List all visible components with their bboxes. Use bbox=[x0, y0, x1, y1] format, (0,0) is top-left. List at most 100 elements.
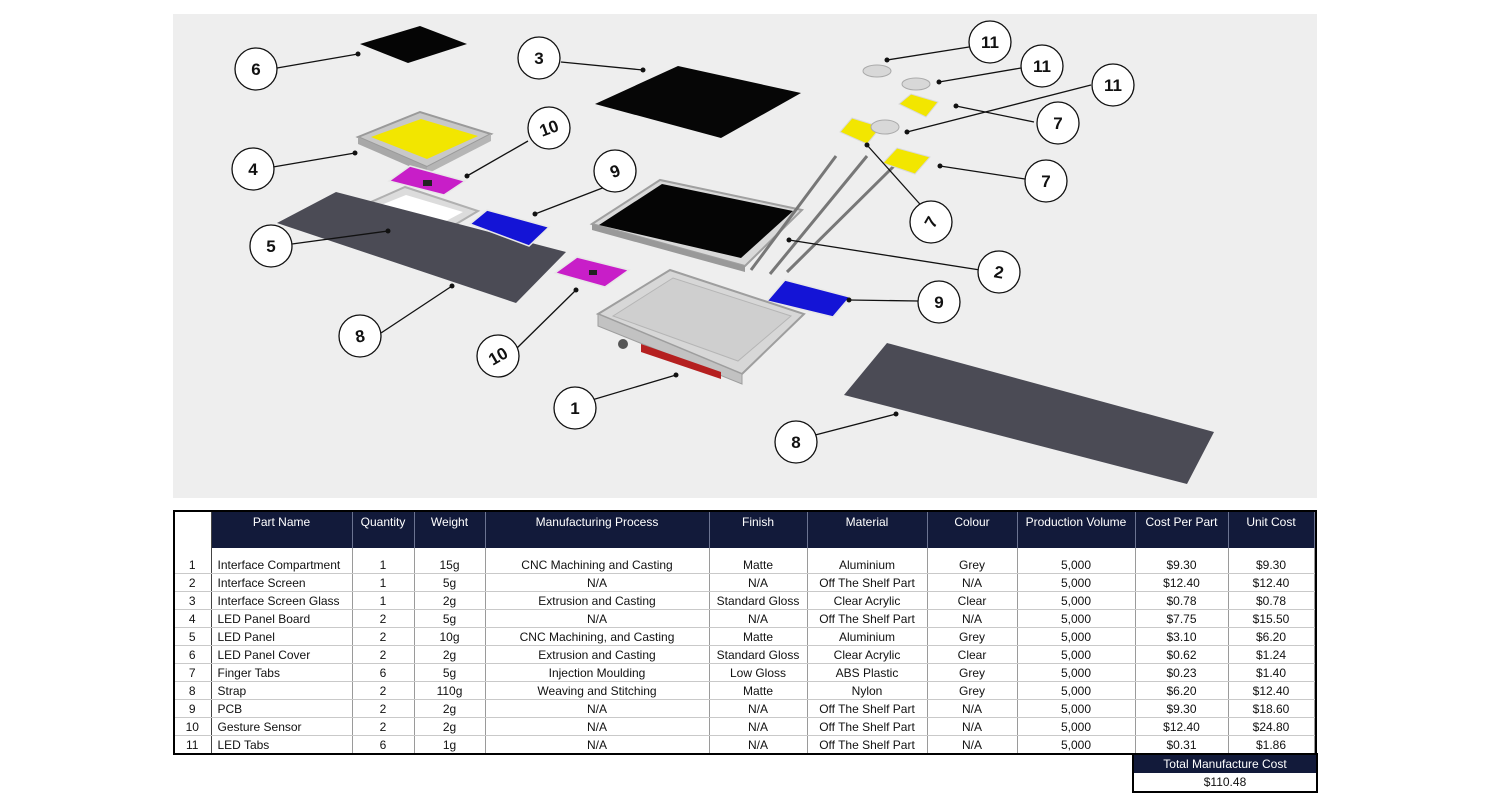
row-index-cell: 5 bbox=[174, 627, 212, 646]
row-index-cell: 3 bbox=[174, 591, 212, 610]
table-cell: N/A bbox=[927, 609, 1018, 628]
callout-4: 4 bbox=[248, 160, 258, 179]
table-cell: N/A bbox=[927, 717, 1018, 736]
table-cell: N/A bbox=[485, 699, 710, 718]
callout-2: 2 bbox=[993, 262, 1006, 282]
part-finger-tab-3 bbox=[882, 147, 931, 175]
row-index-cell: 4 bbox=[174, 609, 212, 628]
table-cell: LED Tabs bbox=[211, 735, 353, 754]
table-cell: $6.20 bbox=[1228, 627, 1315, 646]
callout-7-b: 7 bbox=[1041, 172, 1050, 191]
table-cell: Aluminium bbox=[807, 627, 928, 646]
table-cell: 5,000 bbox=[1017, 663, 1136, 682]
callout-3: 3 bbox=[534, 49, 543, 68]
table-cell: 110g bbox=[414, 681, 486, 700]
table-cell: N/A bbox=[485, 609, 710, 628]
table-cell: N/A bbox=[485, 735, 710, 754]
row-index-cell: 11 bbox=[174, 735, 212, 754]
table-cell: 2g bbox=[414, 645, 486, 664]
diagram-svg: 6 3 4 10 5 9 8 10 1 2 9 11 11 11 7 7 7 8 bbox=[231, 20, 1214, 484]
table-cell: 5g bbox=[414, 609, 486, 628]
total-value: $110.48 bbox=[1134, 773, 1316, 791]
callout-7-a: 7 bbox=[1053, 114, 1062, 133]
table-spacer-row bbox=[174, 548, 1315, 556]
header-index bbox=[174, 511, 212, 548]
row-index-cell: 1 bbox=[174, 556, 212, 574]
table-cell: $12.40 bbox=[1228, 681, 1315, 700]
table-cell: Grey bbox=[927, 681, 1018, 700]
table-cell: Clear bbox=[927, 591, 1018, 610]
table-cell: $9.30 bbox=[1135, 556, 1229, 574]
table-cell: $12.40 bbox=[1135, 573, 1229, 592]
header-quantity: Quantity bbox=[352, 511, 415, 548]
part-led-tab-2 bbox=[901, 77, 931, 91]
header-finish: Finish bbox=[709, 511, 808, 548]
callout-8-left: 8 bbox=[354, 326, 367, 346]
table-cell: PCB bbox=[211, 699, 353, 718]
table-cell: Clear Acrylic bbox=[807, 645, 928, 664]
table-cell: Aluminium bbox=[807, 556, 928, 574]
table-cell: N/A bbox=[927, 735, 1018, 754]
table-cell: N/A bbox=[927, 699, 1018, 718]
table-cell: 5,000 bbox=[1017, 735, 1136, 754]
table-cell: 5,000 bbox=[1017, 717, 1136, 736]
table-cell: $6.20 bbox=[1135, 681, 1229, 700]
table-cell: 2 bbox=[352, 609, 415, 628]
table-cell: $1.86 bbox=[1228, 735, 1315, 754]
table-cell: 5g bbox=[414, 663, 486, 682]
callout-9-right: 9 bbox=[934, 293, 943, 312]
header-cost-per-part: Cost Per Part bbox=[1135, 511, 1229, 548]
table-cell: Nylon bbox=[807, 681, 928, 700]
callout-11-b: 11 bbox=[1033, 57, 1051, 76]
table-cell: 15g bbox=[414, 556, 486, 574]
table-cell: 10g bbox=[414, 627, 486, 646]
table-cell: Standard Gloss bbox=[709, 591, 808, 610]
table-cell: Off The Shelf Part bbox=[807, 609, 928, 628]
table-cell: Off The Shelf Part bbox=[807, 735, 928, 754]
table-cell: 2 bbox=[352, 681, 415, 700]
table-cell: CNC Machining and Casting bbox=[485, 556, 710, 574]
exploded-diagram: 6 3 4 10 5 9 8 10 1 2 9 11 11 11 7 7 7 8 bbox=[173, 14, 1317, 498]
table-cell: 2 bbox=[352, 699, 415, 718]
table-cell: Grey bbox=[927, 556, 1018, 574]
table-cell: Interface Screen bbox=[211, 573, 353, 592]
part-pcb-left bbox=[468, 209, 551, 247]
table-cell: LED Panel bbox=[211, 627, 353, 646]
part-screen-glass bbox=[595, 66, 801, 138]
callout-5: 5 bbox=[266, 237, 275, 256]
table-cell: 1g bbox=[414, 735, 486, 754]
table-cell: N/A bbox=[709, 573, 808, 592]
table-cell: N/A bbox=[485, 573, 710, 592]
part-led-tab-3 bbox=[870, 119, 900, 135]
table-cell: 2 bbox=[352, 717, 415, 736]
row-index-cell: 10 bbox=[174, 717, 212, 736]
table-cell: $0.31 bbox=[1135, 735, 1229, 754]
callout-6: 6 bbox=[251, 60, 260, 79]
table-cell: Interface Screen Glass bbox=[211, 591, 353, 610]
row-index-cell: 2 bbox=[174, 573, 212, 592]
table-cell: 2 bbox=[352, 645, 415, 664]
part-led-strip bbox=[641, 344, 721, 379]
table-cell: $1.24 bbox=[1228, 645, 1315, 664]
table-cell: 5,000 bbox=[1017, 556, 1136, 574]
header-part-name: Part Name bbox=[211, 511, 353, 548]
header-colour: Colour bbox=[927, 511, 1018, 548]
table-cell: Off The Shelf Part bbox=[807, 717, 928, 736]
row-index-cell: 9 bbox=[174, 699, 212, 718]
table-cell: Clear bbox=[927, 645, 1018, 664]
header-material: Material bbox=[807, 511, 928, 548]
table-cell: Gesture Sensor bbox=[211, 717, 353, 736]
table-cell: $15.50 bbox=[1228, 609, 1315, 628]
table-cell: 2g bbox=[414, 699, 486, 718]
table-cell: $0.78 bbox=[1135, 591, 1229, 610]
table-cell: 5,000 bbox=[1017, 609, 1136, 628]
table-cell: Off The Shelf Part bbox=[807, 573, 928, 592]
table-cell: $12.40 bbox=[1135, 717, 1229, 736]
part-strap-left bbox=[277, 192, 566, 303]
table-cell: $0.78 bbox=[1228, 591, 1315, 610]
